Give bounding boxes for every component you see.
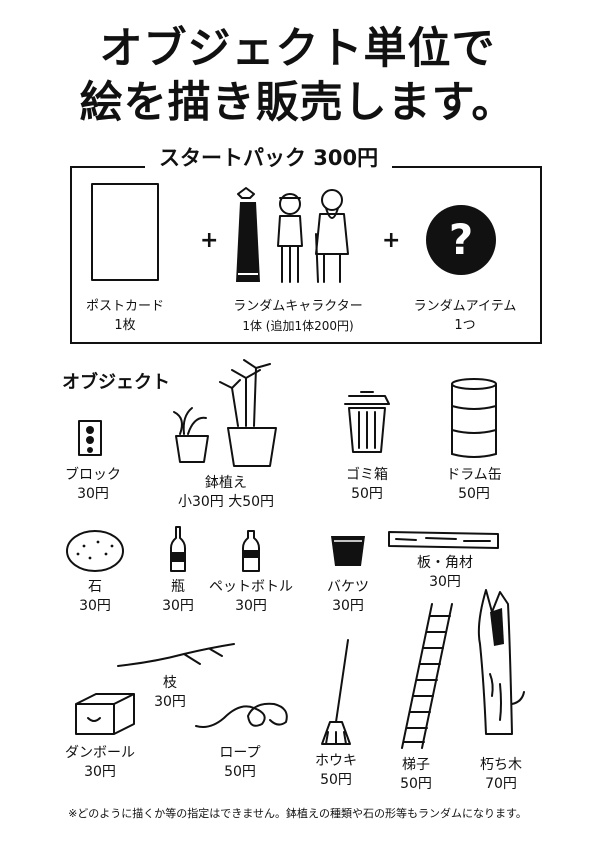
object-bottle-name: 瓶 xyxy=(171,579,185,595)
drum-can-icon xyxy=(451,378,497,458)
object-drum-can-price: 50円 xyxy=(458,486,490,502)
object-branch-price: 30円 xyxy=(154,694,186,710)
starter-item-1-qty: 1枚 xyxy=(114,318,136,333)
starter-pack-heading: スタートパック 300円 xyxy=(145,143,393,173)
branch-icon xyxy=(117,643,235,667)
object-plastic-bottle-name: ペットボトル xyxy=(209,579,293,595)
object-bucket-name: バケツ xyxy=(327,579,369,595)
rope-icon xyxy=(195,702,288,728)
object-plastic-bottle-price: 30円 xyxy=(235,598,267,614)
question-mark: ? xyxy=(448,215,474,264)
ladder-icon xyxy=(401,603,453,749)
object-stone-name: 石 xyxy=(88,579,102,595)
object-potted-plant-price: 小30円 大50円 xyxy=(177,494,275,510)
object-rope-price: 50円 xyxy=(224,764,256,780)
starter-item-2-qty: 1体 (追加1体200円) xyxy=(242,319,354,333)
title-line-1: オブジェクト単位で xyxy=(99,24,496,74)
object-block-name: ブロック xyxy=(65,467,121,483)
title-line-2: 絵を描き販売します。 xyxy=(79,78,516,128)
object-ladder-name: 梯子 xyxy=(402,757,430,773)
object-cardboard-box-price: 30円 xyxy=(84,764,116,780)
cardboard-box-icon xyxy=(75,693,135,735)
random-item-icon xyxy=(426,205,496,275)
object-broom-price: 50円 xyxy=(320,772,352,788)
object-rotten-tree-name: 朽ち木 xyxy=(480,757,522,773)
object-lumber-price: 30円 xyxy=(429,574,461,590)
broom-icon xyxy=(321,639,351,745)
rotten-tree-icon xyxy=(477,589,525,735)
stone-icon xyxy=(66,530,124,572)
object-stone-price: 30円 xyxy=(79,598,111,614)
object-block-price: 30円 xyxy=(77,486,109,502)
starter-item-1-name: ポストカード xyxy=(85,299,164,314)
starter-item-3-name: ランダムアイテム xyxy=(413,299,517,314)
plus-sign-2: + xyxy=(382,228,401,253)
object-rope-name: ロープ xyxy=(219,745,261,761)
starter-item-3-qty: 1つ xyxy=(454,318,476,333)
object-bottle-price: 30円 xyxy=(162,598,194,614)
object-potted-plant-name: 鉢植え xyxy=(205,475,247,491)
block-icon xyxy=(78,420,102,456)
postcard-icon xyxy=(91,183,159,281)
object-bucket-price: 30円 xyxy=(332,598,364,614)
bucket-icon xyxy=(331,536,365,566)
object-broom-name: ホウキ xyxy=(315,753,357,769)
object-rotten-tree-price: 70円 xyxy=(485,776,517,792)
random-characters-icon xyxy=(236,187,349,283)
potted-plant-icon xyxy=(173,359,277,467)
object-lumber-name: 板・角材 xyxy=(417,555,473,571)
objects-heading: オブジェクト xyxy=(62,372,170,393)
object-trash-can-price: 50円 xyxy=(351,486,383,502)
plastic-bottle-icon xyxy=(242,530,260,572)
object-ladder-price: 50円 xyxy=(400,776,432,792)
starter-item-2-name: ランダムキャラクター xyxy=(233,299,363,314)
object-branch-name: 枝 xyxy=(163,675,177,691)
bottle-icon xyxy=(170,526,186,572)
object-drum-can-name: ドラム缶 xyxy=(446,467,502,483)
object-cardboard-box-name: ダンボール xyxy=(65,745,135,761)
object-trash-can-name: ゴミ箱 xyxy=(346,467,388,483)
trash-can-icon xyxy=(344,391,390,453)
plus-sign-1: + xyxy=(200,228,219,253)
footer-note: ※どのように描くか等の指定はできません。鉢植えの種類や石の形等もランダムになりま… xyxy=(68,807,527,820)
lumber-icon xyxy=(388,531,499,549)
